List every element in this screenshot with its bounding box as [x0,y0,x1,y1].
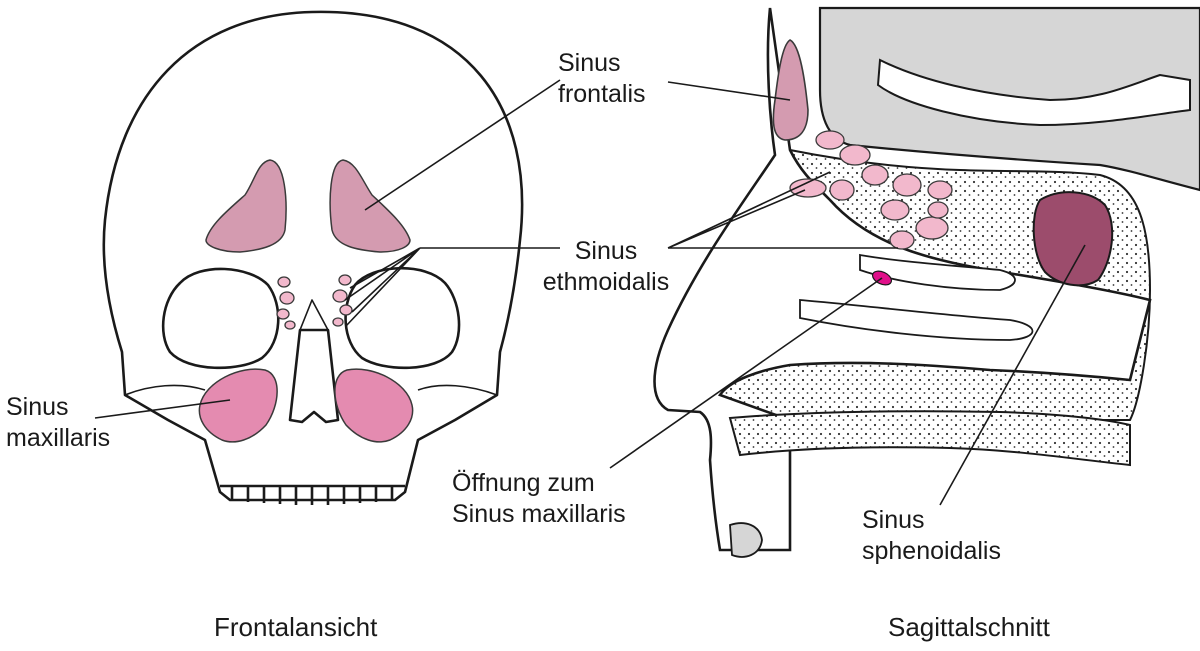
caption-frontal-view: Frontalansicht [214,612,377,642]
lip-chin [730,523,762,557]
label-sinus-maxillaris-line2: maxillaris [6,423,110,454]
nasal-aperture [290,330,338,422]
label-sinus-frontalis-line1: Sinus [558,48,646,79]
sagittal-section [655,8,1200,557]
label-sinus-ethmoidalis-line1: Sinus [536,236,676,267]
right-orbit [346,268,459,368]
sphenoid-sinus [1034,192,1113,285]
left-orbit [163,269,278,368]
label-sinus-sphenoidalis-line1: Sinus [862,505,1001,536]
label-sinus-sphenoidalis: Sinus sphenoidalis [862,505,1001,567]
label-ostium-maxillaris: Öffnung zum Sinus maxillaris [452,468,626,530]
label-sinus-ethmoidalis: Sinus ethmoidalis [536,236,676,298]
label-sinus-sphenoidalis-line2: sphenoidalis [862,536,1001,567]
label-ostium-line2: Sinus maxillaris [452,499,626,530]
caption-sagittal-view: Sagittalschnitt [888,612,1050,642]
label-sinus-ethmoidalis-line2: ethmoidalis [536,267,676,298]
label-sinus-maxillaris: Sinus maxillaris [6,392,110,454]
frontal-sinus-sagittal [773,40,808,140]
skull-outline [104,12,522,500]
label-sinus-maxillaris-line1: Sinus [6,392,110,423]
skull-frontal-view [104,12,522,505]
teeth-row [220,486,405,505]
label-sinus-frontalis-line2: frontalis [558,79,646,110]
label-ostium-line1: Öffnung zum [452,468,626,499]
label-sinus-frontalis: Sinus frontalis [558,48,646,110]
